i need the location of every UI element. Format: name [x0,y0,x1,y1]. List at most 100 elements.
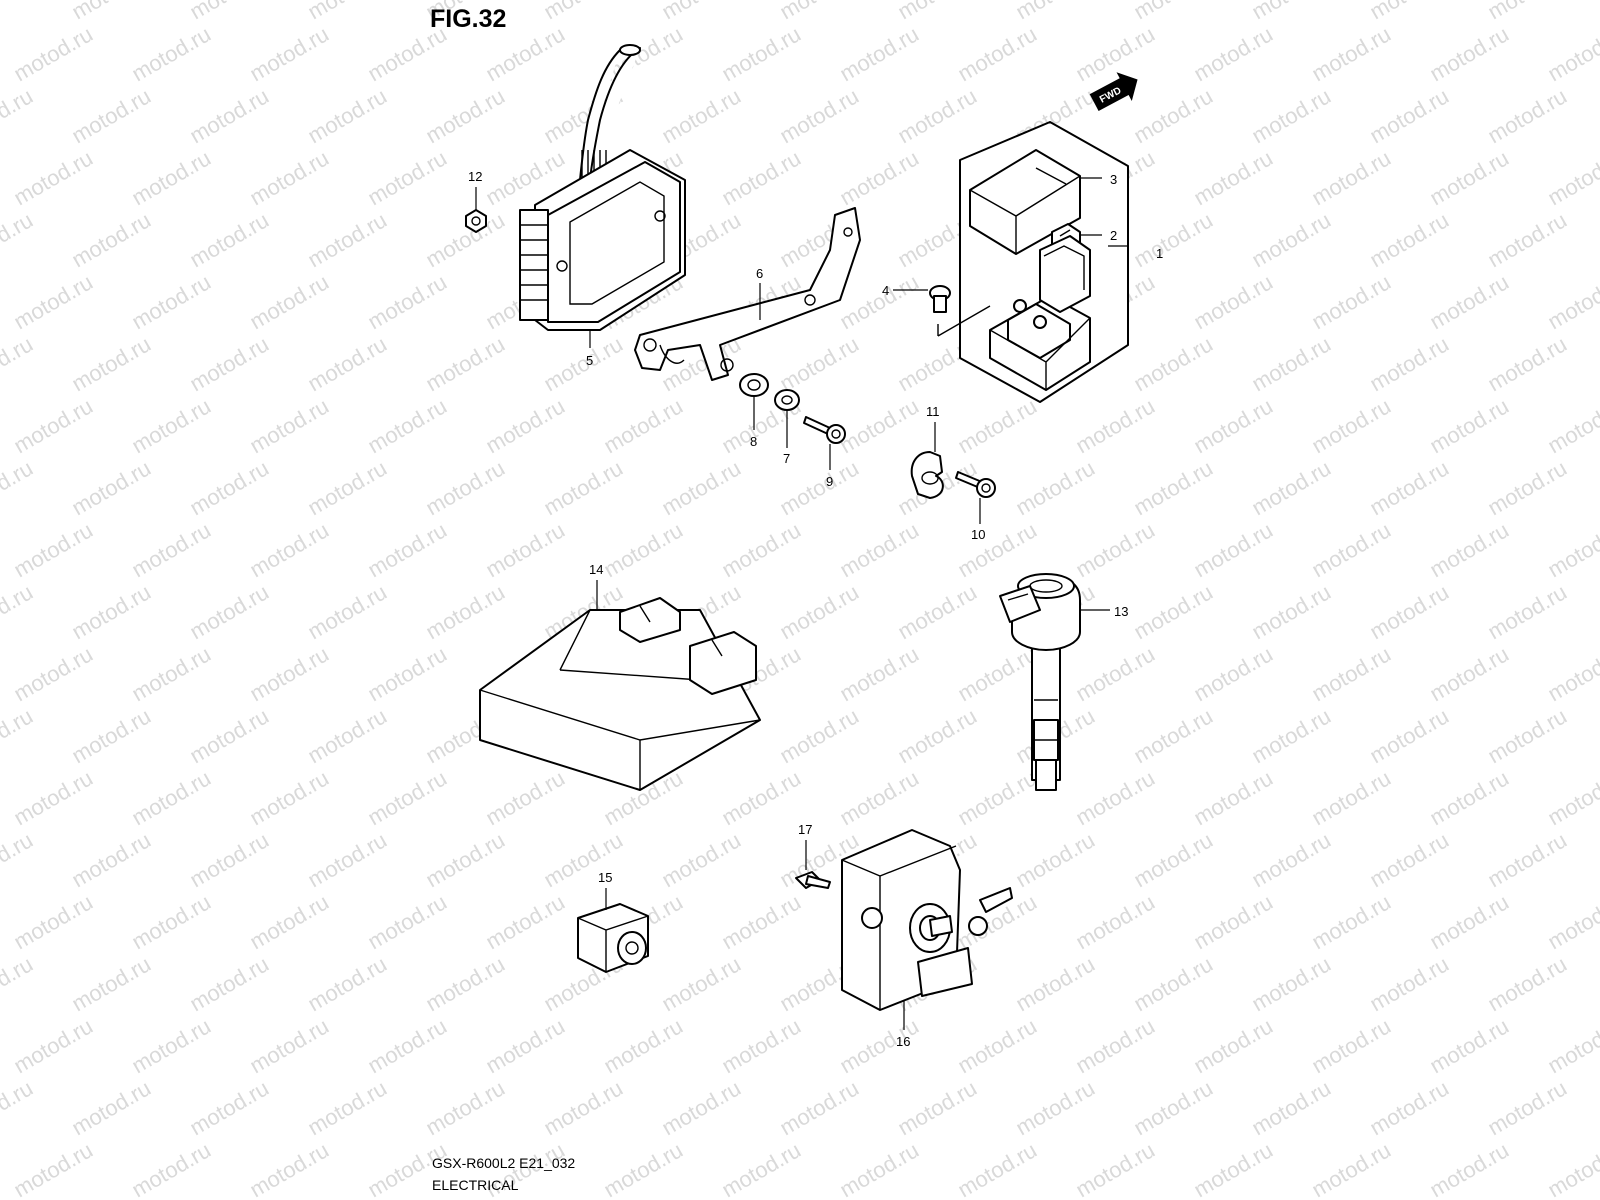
watermark-text: motod.ru [1365,579,1453,644]
watermark-text: motod.ru [775,0,863,24]
relay-cover [969,149,1081,255]
watermark-text: motod.ru [1129,703,1217,768]
watermark-text: motod.ru [1247,579,1335,644]
watermark-text: motod.ru [1011,827,1099,892]
watermark-text: motod.ru [717,1013,805,1078]
watermark-text: motod.ru [1307,517,1395,582]
fwd-direction-badge: FWD [1089,72,1138,111]
watermark-text: motod.ru [1307,145,1395,210]
watermark-text: motod.ru [185,827,273,892]
watermark-text: motod.ru [1129,331,1217,396]
watermark-text: motod.ru [599,21,687,86]
watermark-text: motod.ru [1189,1013,1277,1078]
watermark-text: motod.ru [1425,145,1513,210]
watermark-text: motod.ru [1543,21,1600,86]
watermark-text: motod.ru [67,703,155,768]
watermark-text: motod.ru [1543,393,1600,458]
watermark-text: motod.ru [1425,765,1513,830]
watermark-text: motod.ru [657,455,745,520]
watermark-text: motod.ru [1189,393,1277,458]
watermark-text: motod.ru [835,21,923,86]
watermark-text: motod.ru [1483,83,1571,148]
watermark-text: motod.ru [953,1013,1041,1078]
watermark-text: motod.ru [363,517,451,582]
watermark-text: motod.ru [303,0,391,24]
callouts: 1 2 3 4 5 6 7 8 9 10 11 12 13 14 15 16 1… [468,169,1163,1049]
starter-relay-assembly [959,121,1129,403]
watermark-text: motod.ru [1365,0,1453,24]
watermark-text: motod.ru [1483,579,1571,644]
watermark-text: motod.ru [303,703,391,768]
callout-9: 9 [826,474,833,489]
watermark-text: motod.ru [1425,1137,1513,1200]
watermark-text: motod.ru [245,765,333,830]
watermark-text: motod.ru [421,951,509,1016]
watermark-text: motod.ru [1189,269,1277,334]
watermark-text: motod.ru [1129,207,1217,272]
callout-7: 7 [783,451,790,466]
callout-14: 14 [589,562,603,577]
watermark-text: motod.ru [1365,703,1453,768]
watermark-text: motod.ru [835,393,923,458]
clamp-bolt [955,471,996,498]
watermark-text: motod.ru [9,641,97,706]
watermark-text: motod.ru [1247,455,1335,520]
watermark-text: motod.ru [1071,641,1159,706]
watermark-text: motod.ru [0,1075,37,1140]
callout-16: 16 [896,1034,910,1049]
watermark-text: motod.ru [599,1013,687,1078]
watermark-text: motod.ru [127,21,215,86]
watermark-text: motod.ru [67,331,155,396]
watermark-text: motod.ru [9,889,97,954]
watermark-text: motod.ru [953,765,1041,830]
watermark-text: motod.ru [1011,951,1099,1016]
watermark-text: motod.ru [245,641,333,706]
watermark-text: motod.ru [1129,827,1217,892]
watermark-text: motod.ru [185,331,273,396]
watermark-text: motod.ru [1483,703,1571,768]
watermark-text: motod.ru [185,951,273,1016]
watermark-text: motod.ru [245,393,333,458]
callout-15: 15 [598,870,612,885]
callout-6: 6 [756,266,763,281]
watermark-text: motod.ru [9,21,97,86]
watermark-text: motod.ru [245,1013,333,1078]
watermark-text: motod.ru [245,1137,333,1200]
watermark-text: motod.ru [1543,641,1600,706]
watermark-text: motod.ru [1247,951,1335,1016]
bolt [803,416,846,444]
watermark-text: motod.ru [1365,827,1453,892]
bracket [634,207,861,381]
watermark-text: motod.ru [1425,393,1513,458]
ignition-coil [999,573,1081,791]
watermark-text: motod.ru [1071,889,1159,954]
watermark-text: motod.ru [657,1075,745,1140]
watermark-text: motod.ru [185,207,273,272]
watermark-text: motod.ru [657,827,745,892]
watermark-text: motod.ru [421,455,509,520]
watermark-text: motod.ru [421,579,509,644]
watermark-text: motod.ru [421,83,509,148]
watermark-text: motod.ru [245,145,333,210]
watermark-text: motod.ru [953,641,1041,706]
watermark-text: motod.ru [1071,1013,1159,1078]
watermark-text: motod.ru [481,889,569,954]
watermark-text: motod.ru [599,517,687,582]
watermark-text: motod.ru [835,765,923,830]
watermark-text: motod.ru [127,269,215,334]
watermark-text: motod.ru [1307,1013,1395,1078]
watermark-text: motod.ru [1247,827,1335,892]
watermark-text: motod.ru [1425,641,1513,706]
watermark-text: motod.ru [539,827,627,892]
watermark-text: motod.ru [1365,331,1453,396]
watermark-text: motod.ru [1011,455,1099,520]
watermark-text: motod.ru [303,951,391,1016]
watermark-text: motod.ru [893,83,981,148]
watermark-text: motod.ru [1543,145,1600,210]
watermark-text: motod.ru [1483,951,1571,1016]
watermark-text: motod.ru [893,579,981,644]
watermark-text: motod.ru [127,145,215,210]
watermark-text: motod.ru [657,0,745,24]
watermark-text: motod.ru [67,827,155,892]
watermark-text: motod.ru [835,269,923,334]
